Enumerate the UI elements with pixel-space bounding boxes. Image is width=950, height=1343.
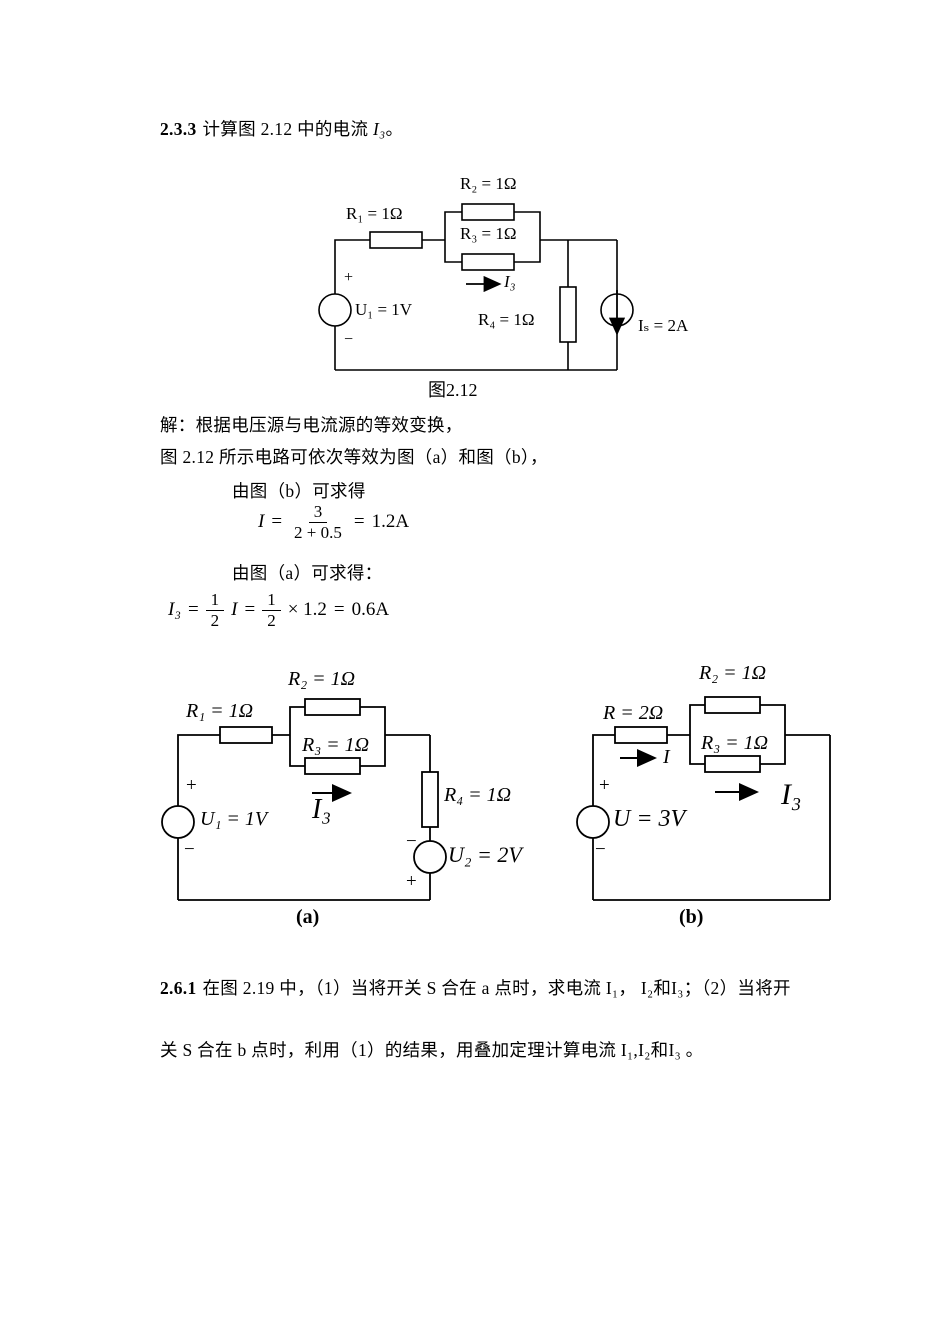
- figb-u-minus-sign: −: [595, 839, 606, 860]
- eq2-result: 0.6A: [351, 599, 390, 621]
- figa-u1-minus-sign: −: [184, 839, 195, 860]
- circuit-wires: [592, 704, 831, 901]
- eq1-equals-2: =: [353, 511, 365, 533]
- figa-i3-label: I₃: [312, 794, 332, 825]
- circuit-diagram-2-12: [318, 203, 634, 371]
- figa-u2-label: U₂ = 2V: [448, 842, 522, 867]
- resistors-group: [219, 698, 439, 828]
- fig212-r1-label: R₁ = 1Ω: [346, 204, 403, 223]
- solution-line-4: 由图（a）可求得：: [232, 563, 383, 583]
- fig212-i3-label: I₃: [504, 272, 516, 291]
- resistor-r2: [704, 696, 761, 714]
- figb-r2-label: R₂ = 1Ω: [699, 662, 767, 684]
- eq2-equals-2: =: [244, 599, 256, 621]
- fig212-r2-label: R₂ = 1Ω: [460, 174, 517, 193]
- problem-2-3-3-period: 。: [385, 119, 404, 139]
- figb-i-label: I: [663, 746, 670, 768]
- figure-2-12: R₂ = 1Ω R₁ = 1Ω R₃ = 1Ω I₃ + U₁ = 1V − R…: [300, 162, 720, 402]
- figb-r3-label: R₃ = 1Ω: [701, 732, 769, 754]
- problem-2-6-1-text: 在图 2.19 中，（1）当将开关 S 合在 a 点时，求电流 I₁， I₂和I…: [202, 978, 791, 998]
- figa-u2-plus-sign: +: [406, 871, 417, 892]
- circuit-diagram-b: [576, 696, 831, 901]
- eq2-mid-variable: I: [231, 599, 238, 621]
- resistors-group: [369, 203, 577, 343]
- voltage-source-u1-symbol: [318, 293, 352, 327]
- problem-2-3-3-text: 计算图 2.12 中的电流: [202, 119, 369, 139]
- resistor-r3: [704, 755, 761, 773]
- eq1-denominator: 2 + 0.5: [294, 522, 342, 542]
- resistor-r4: [421, 771, 439, 828]
- solution-line-3: 由图（b）可求得: [232, 481, 366, 501]
- resistor-r1: [219, 726, 273, 744]
- figure-a: R₂ = 1Ω R₁ = 1Ω R₃ = 1Ω I₃ + U₁ = 1V − R…: [160, 650, 540, 940]
- fig212-r4-label: R₄ = 1Ω: [478, 310, 535, 329]
- problem-2-6-1-number: 2.6.1: [160, 978, 197, 998]
- voltage-source-u2-symbol: [413, 840, 447, 874]
- problem-2-3-3-number: 2.3.3: [160, 119, 197, 139]
- figa-r1-label: R₁ = 1Ω: [186, 700, 254, 722]
- fig212-u1-label: U₁ = 1V: [355, 300, 413, 319]
- figure-b: R₂ = 1Ω R = 2Ω I R₃ = 1Ω I₃ + U = 3V − (…: [575, 650, 865, 940]
- eq2-equals-3: =: [333, 599, 345, 621]
- figa-u1-plus-sign: +: [186, 775, 197, 796]
- eq2-variable: I₃: [168, 599, 181, 621]
- solution-line-1: 解：根据电压源与电流源的等效变换，: [160, 415, 463, 435]
- fig212-u1-plus-sign: +: [344, 269, 354, 286]
- figb-r-label: R = 2Ω: [603, 702, 664, 724]
- resistors-group: [614, 696, 761, 773]
- resistor-r2: [304, 698, 361, 716]
- eq2-times-term: × 1.2: [287, 599, 327, 621]
- eq2-f1-denominator: 2: [210, 610, 220, 630]
- resistor-r3: [304, 757, 361, 775]
- fig212-r3-label: R₃ = 1Ω: [460, 224, 517, 243]
- resistor-r4: [559, 286, 577, 343]
- fig212-is-label: Iₛ = 2A: [638, 316, 689, 335]
- eq2-equals: =: [187, 599, 199, 621]
- circuit-diagram-a: [161, 698, 447, 901]
- figa-r2-label: R₂ = 1Ω: [288, 668, 356, 690]
- eq1-equals: =: [271, 511, 283, 533]
- solution-line-2: 图 2.12 所示电路可依次等效为图（a）和图（b），: [160, 447, 548, 467]
- eq1-result: 1.2A: [371, 511, 410, 533]
- resistor-r2: [461, 203, 515, 221]
- eq2-fraction-2: 1 2: [262, 590, 281, 630]
- resistor-r1: [369, 231, 423, 249]
- figa-u1-label: U₁ = 1V: [200, 808, 268, 830]
- eq1-numerator: 3: [308, 502, 328, 523]
- figb-u-label: U = 3V: [613, 806, 686, 832]
- fig212-u1-minus-sign: −: [344, 331, 354, 348]
- problem-2-3-3-variable: I₃: [372, 119, 386, 139]
- fig212-caption: 图2.12: [428, 380, 478, 400]
- voltage-source-u-symbol: [576, 805, 610, 839]
- equation-2: I₃ = 1 2 I = 1 2 × 1.2 = 0.6A: [168, 590, 389, 630]
- figa-r3-label: R₃ = 1Ω: [302, 734, 370, 756]
- figb-u-plus-sign: +: [599, 775, 610, 796]
- eq2-f1-numerator: 1: [205, 590, 225, 611]
- equation-1: I = 3 2 + 0.5 = 1.2A: [258, 502, 409, 542]
- resistor-r: [614, 726, 668, 744]
- circuit-wires: [177, 706, 431, 901]
- circuit-wires: [334, 211, 618, 371]
- figb-i3-label: I₃: [781, 778, 802, 811]
- eq2-fraction-1: 1 2: [205, 590, 225, 630]
- figa-u2-minus-sign: −: [406, 831, 417, 852]
- figa-caption: (a): [296, 906, 320, 928]
- figb-caption: (b): [679, 906, 704, 928]
- voltage-source-u1-symbol: [161, 805, 195, 839]
- eq1-variable: I: [258, 511, 265, 533]
- figa-r4-label: R₄ = 1Ω: [444, 784, 512, 806]
- resistor-r3: [461, 253, 515, 271]
- eq2-f2-denominator: 2: [267, 610, 276, 630]
- problem-2-6-1-line-2: 关 S 合在 b 点时，利用（1）的结果，用叠加定理计算电流 I₁,I₂和I₃ …: [160, 1040, 704, 1060]
- eq2-f2-numerator: 1: [262, 590, 281, 611]
- eq1-fraction: 3 2 + 0.5: [289, 502, 347, 542]
